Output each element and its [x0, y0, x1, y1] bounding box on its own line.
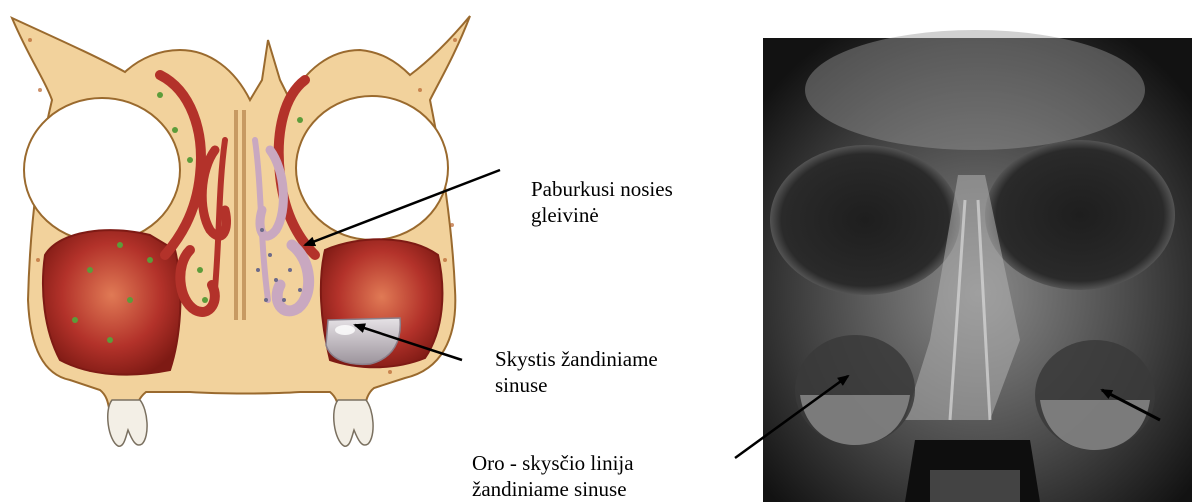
- label-swollen-mucosa: Paburkusi nosies gleivinė: [531, 176, 673, 228]
- label-sinus-fluid: Skystis žandiniame sinuse: [495, 346, 658, 398]
- xray-right-orbit: [985, 140, 1175, 290]
- right-tooth: [334, 400, 373, 446]
- left-maxillary-sinus: [43, 230, 180, 374]
- label-swollen-mucosa-line1: Paburkusi nosies: [531, 176, 673, 202]
- label-air-fluid-level-line1: Oro - skysčio linija: [472, 450, 634, 476]
- label-swollen-mucosa-line2: gleivinė: [531, 202, 673, 228]
- xray-frontal: [805, 30, 1145, 150]
- sinus-cross-section-illustration: [12, 16, 470, 446]
- label-sinus-fluid-line1: Skystis žandiniame: [495, 346, 658, 372]
- left-orbit: [24, 98, 180, 242]
- label-air-fluid-level-line2: žandiniame sinuse: [472, 476, 634, 502]
- label-sinus-fluid-line2: sinuse: [495, 372, 658, 398]
- sinus-xray-image: [763, 30, 1192, 502]
- label-air-fluid-level: Oro - skysčio linija žandiniame sinuse: [472, 450, 634, 502]
- fluid-highlight: [335, 325, 355, 335]
- xray-left-orbit: [770, 145, 960, 295]
- xray-teeth: [930, 470, 1020, 502]
- left-tooth: [108, 400, 147, 446]
